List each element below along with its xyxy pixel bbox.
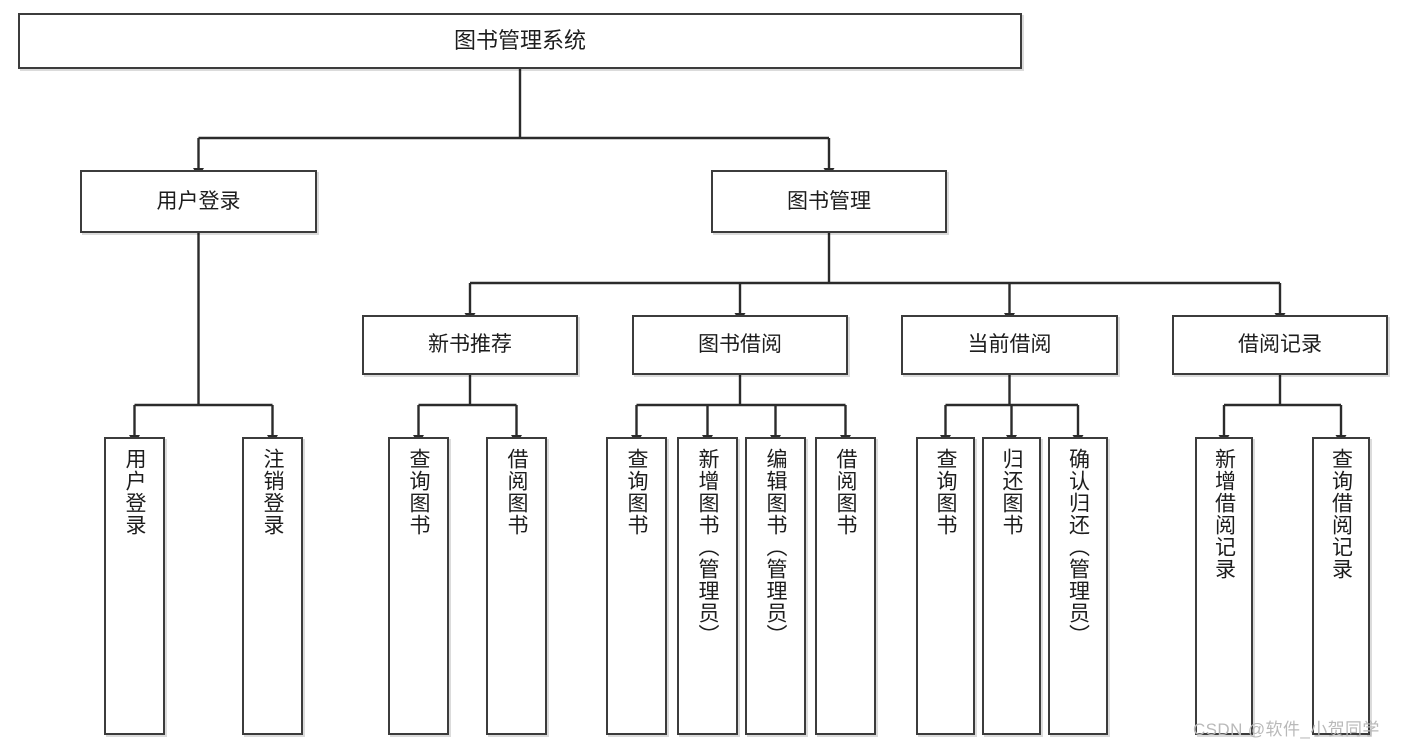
node-label: 用户登录 bbox=[156, 189, 241, 213]
node-label: 新书推荐 bbox=[428, 333, 512, 357]
node-borrow-record[interactable]: 借阅记录 bbox=[1172, 315, 1388, 375]
node-label: 新增图书（管理员） bbox=[696, 448, 719, 646]
node-leaf-query-record[interactable]: 查询借阅记录 bbox=[1312, 437, 1370, 735]
node-leaf-add-book[interactable]: 新增图书（管理员） bbox=[677, 437, 738, 735]
node-book-borrow[interactable]: 图书借阅 bbox=[632, 315, 848, 375]
node-leaf-borrow-book-1[interactable]: 借阅图书 bbox=[486, 437, 547, 735]
node-leaf-query-book-3[interactable]: 查询图书 bbox=[916, 437, 975, 735]
node-label: 借阅记录 bbox=[1238, 333, 1322, 357]
node-label: 归还图书 bbox=[1000, 448, 1023, 536]
node-label: 新增借阅记录 bbox=[1212, 448, 1236, 580]
edges bbox=[129, 69, 1347, 444]
node-leaf-add-record[interactable]: 新增借阅记录 bbox=[1195, 437, 1253, 735]
node-book-manage[interactable]: 图书管理 bbox=[711, 170, 947, 233]
node-leaf-logout[interactable]: 注销登录 bbox=[242, 437, 303, 735]
node-label: 注销登录 bbox=[261, 448, 284, 536]
csdn-watermark: CSDN @软件_小贺同学 bbox=[1193, 720, 1380, 739]
node-label: 图书管理系统 bbox=[453, 27, 586, 53]
node-label: 查询图书 bbox=[934, 448, 957, 536]
node-label: 查询借阅记录 bbox=[1329, 448, 1353, 580]
node-label: 查询图书 bbox=[625, 448, 648, 536]
node-label: 编辑图书（管理员） bbox=[764, 448, 787, 646]
node-label: 确认归还（管理员） bbox=[1066, 448, 1090, 646]
node-leaf-user-login[interactable]: 用户登录 bbox=[104, 437, 165, 735]
node-leaf-edit-book[interactable]: 编辑图书（管理员） bbox=[745, 437, 806, 735]
node-leaf-borrow-book-2[interactable]: 借阅图书 bbox=[815, 437, 876, 735]
node-leaf-query-book-1[interactable]: 查询图书 bbox=[388, 437, 449, 735]
node-label: 借阅图书 bbox=[834, 448, 857, 536]
node-label: 查询图书 bbox=[407, 448, 430, 536]
node-new-book-rec[interactable]: 新书推荐 bbox=[362, 315, 578, 375]
node-label: 图书借阅 bbox=[698, 333, 782, 357]
node-label: 借阅图书 bbox=[505, 448, 528, 536]
node-leaf-return-book[interactable]: 归还图书 bbox=[982, 437, 1041, 735]
node-label: 图书管理 bbox=[787, 189, 871, 213]
node-current-borrow[interactable]: 当前借阅 bbox=[901, 315, 1118, 375]
node-root[interactable]: 图书管理系统 bbox=[18, 13, 1022, 69]
node-user-login[interactable]: 用户登录 bbox=[80, 170, 317, 233]
node-label: 当前借阅 bbox=[967, 333, 1052, 357]
node-label: 用户登录 bbox=[123, 448, 146, 536]
node-leaf-confirm-return[interactable]: 确认归还（管理员） bbox=[1048, 437, 1108, 735]
node-leaf-query-book-2[interactable]: 查询图书 bbox=[606, 437, 667, 735]
